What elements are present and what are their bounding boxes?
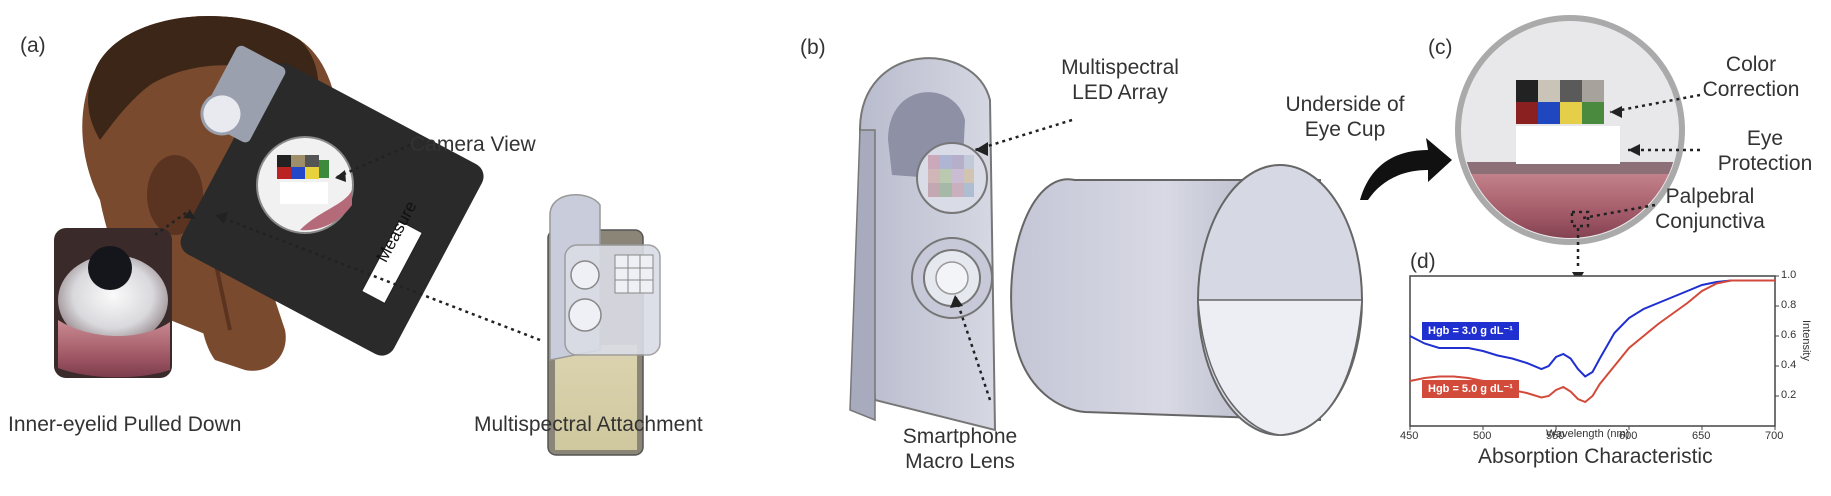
label-palpebral-line2: Conjunctiva (1655, 210, 1765, 233)
label-led-array-line2: LED Array (1072, 81, 1168, 104)
leader-lines-a (154, 143, 541, 342)
label-macro-lens: Smartphone Macro Lens (880, 424, 1040, 474)
y-tick-label: 0.2 (1781, 389, 1797, 401)
chart-plot-area (1409, 275, 1776, 427)
eyecup-view-circle (1455, 15, 1685, 245)
label-eye-cup: Underside of Eye Cup (1270, 92, 1420, 142)
x-tick-label: 650 (1692, 430, 1711, 442)
label-eye-protection-line1: Eye (1746, 127, 1784, 150)
x-tick-label: 450 (1400, 430, 1419, 442)
curved-arrow-icon (1360, 138, 1452, 200)
y-tick-label: 1.0 (1781, 269, 1797, 281)
label-eye-cup-line1: Underside of (1285, 93, 1405, 116)
label-macro-lens-line2: Macro Lens (905, 450, 1015, 473)
panel-label-b: (b) (800, 36, 826, 59)
label-absorption: Absorption Characteristic (1478, 445, 1713, 468)
leader-lines-c (1570, 93, 1701, 266)
label-led-array: Multispectral LED Array (1045, 55, 1195, 105)
label-palpebral-line1: Palpebral (1665, 185, 1755, 208)
legend-entry-2: Hgb = 5.0 g dL⁻¹ (1422, 380, 1519, 398)
panel-label-a: (a) (20, 34, 46, 57)
label-macro-lens-line1: Smartphone (902, 425, 1018, 448)
label-palpebral: Palpebral Conjunctiva (1640, 184, 1780, 234)
legend-entry-1: Hgb = 3.0 g dL⁻¹ (1422, 322, 1519, 340)
series-line-1 (1409, 279, 1775, 378)
label-inner-eyelid: Inner-eyelid Pulled Down (8, 413, 242, 436)
panel-label-d: (d) (1410, 250, 1436, 273)
measure-button-shape (361, 219, 423, 305)
label-eye-protection-line2: Protection (1717, 152, 1813, 175)
x-tick-label: 600 (1619, 430, 1638, 442)
label-eye-cup-line2: Eye Cup (1304, 118, 1386, 141)
y-tick-label: 0.4 (1781, 359, 1797, 371)
label-camera-view: Camera View (410, 133, 536, 156)
leader-lines-b (953, 118, 1073, 401)
label-eye-protection: Eye Protection (1700, 126, 1830, 176)
label-color-correction: Color Correction (1686, 52, 1816, 102)
chart-ylabel: Intensity (1800, 320, 1812, 361)
x-tick-label: 500 (1473, 430, 1492, 442)
panel-label-c: (c) (1428, 36, 1453, 59)
eye-cup (1010, 164, 1363, 436)
x-tick-label: 550 (1546, 430, 1565, 442)
x-tick-label: 700 (1765, 430, 1784, 442)
camera-view-circle (256, 136, 354, 234)
inner-eyelid-photo (54, 228, 172, 378)
label-color-correction-line1: Color (1725, 53, 1777, 76)
attachment-device (849, 57, 997, 432)
label-multispectral-attachment: Multispectral Attachment (474, 413, 703, 436)
attachment-on-phone (547, 194, 661, 456)
y-tick-label: 0.6 (1781, 329, 1797, 341)
absorption-chart (1409, 275, 1779, 430)
y-tick-label: 0.8 (1781, 299, 1797, 311)
chart-xlabel: Wavelength (nm) (1546, 428, 1630, 440)
label-led-array-line1: Multispectral (1061, 56, 1179, 79)
label-color-correction-line2: Correction (1702, 78, 1800, 101)
